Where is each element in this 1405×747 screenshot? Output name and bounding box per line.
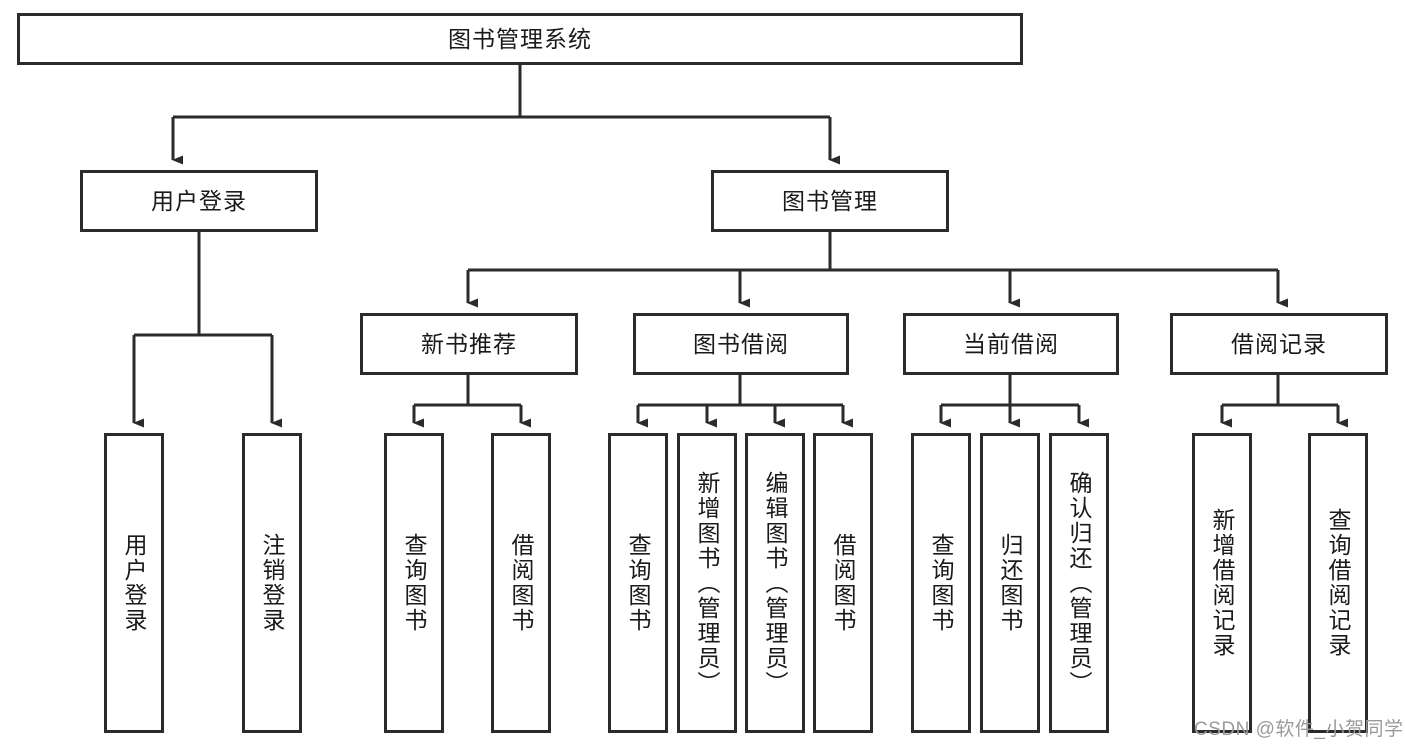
node-new-book-recommend[interactable]: 新书推荐 <box>360 313 578 375</box>
node-user-login[interactable]: 用户登录 <box>80 170 318 232</box>
node-borrow-record[interactable]: 借阅记录 <box>1170 313 1388 375</box>
node-label: 新增借阅记录 <box>1209 508 1236 658</box>
leaf-recommend-query-book[interactable]: 查询图书 <box>384 433 444 733</box>
node-book-borrow[interactable]: 图书借阅 <box>633 313 849 375</box>
node-label: 查询图书 <box>401 533 428 633</box>
node-label: 当前借阅 <box>963 330 1059 357</box>
leaf-record-query-record[interactable]: 查询借阅记录 <box>1308 433 1368 733</box>
node-label: 注销登录 <box>259 533 286 633</box>
leaf-recommend-borrow-book[interactable]: 借阅图书 <box>491 433 551 733</box>
node-label: 编辑图书（管理员） <box>762 470 789 696</box>
leaf-borrow-add-book-admin[interactable]: 新增图书（管理员） <box>677 433 737 733</box>
node-label: 图书管理系统 <box>448 25 592 52</box>
node-label: 查询图书 <box>625 533 652 633</box>
leaf-user-login-logout[interactable]: 注销登录 <box>242 433 302 733</box>
node-book-management[interactable]: 图书管理 <box>711 170 949 232</box>
node-label: 确认归还（管理员） <box>1066 470 1093 696</box>
leaf-current-confirm-return-admin[interactable]: 确认归还（管理员） <box>1049 433 1109 733</box>
node-label: 用户登录 <box>151 187 247 214</box>
node-current-borrow[interactable]: 当前借阅 <box>903 313 1119 375</box>
leaf-current-query-book[interactable]: 查询图书 <box>911 433 971 733</box>
node-label: 用户登录 <box>121 533 148 633</box>
leaf-borrow-borrow-book[interactable]: 借阅图书 <box>813 433 873 733</box>
node-book-management-system[interactable]: 图书管理系统 <box>17 13 1023 65</box>
node-label: 新书推荐 <box>421 330 517 357</box>
leaf-record-add-record[interactable]: 新增借阅记录 <box>1192 433 1252 733</box>
node-label: 借阅记录 <box>1231 330 1327 357</box>
node-label: 查询图书 <box>928 533 955 633</box>
node-label: 查询借阅记录 <box>1325 508 1352 658</box>
node-label: 借阅图书 <box>830 533 857 633</box>
csdn-watermark: CSDN @软件_小贺同学 <box>1194 719 1404 740</box>
leaf-borrow-edit-book-admin[interactable]: 编辑图书（管理员） <box>745 433 805 733</box>
node-label: 图书借阅 <box>693 330 789 357</box>
leaf-borrow-query-book[interactable]: 查询图书 <box>608 433 668 733</box>
node-label: 借阅图书 <box>508 533 535 633</box>
leaf-user-login-login[interactable]: 用户登录 <box>104 433 164 733</box>
leaf-current-return-book[interactable]: 归还图书 <box>980 433 1040 733</box>
node-label: 图书管理 <box>782 187 878 214</box>
node-label: 新增图书（管理员） <box>694 470 721 696</box>
node-label: 归还图书 <box>997 533 1024 633</box>
